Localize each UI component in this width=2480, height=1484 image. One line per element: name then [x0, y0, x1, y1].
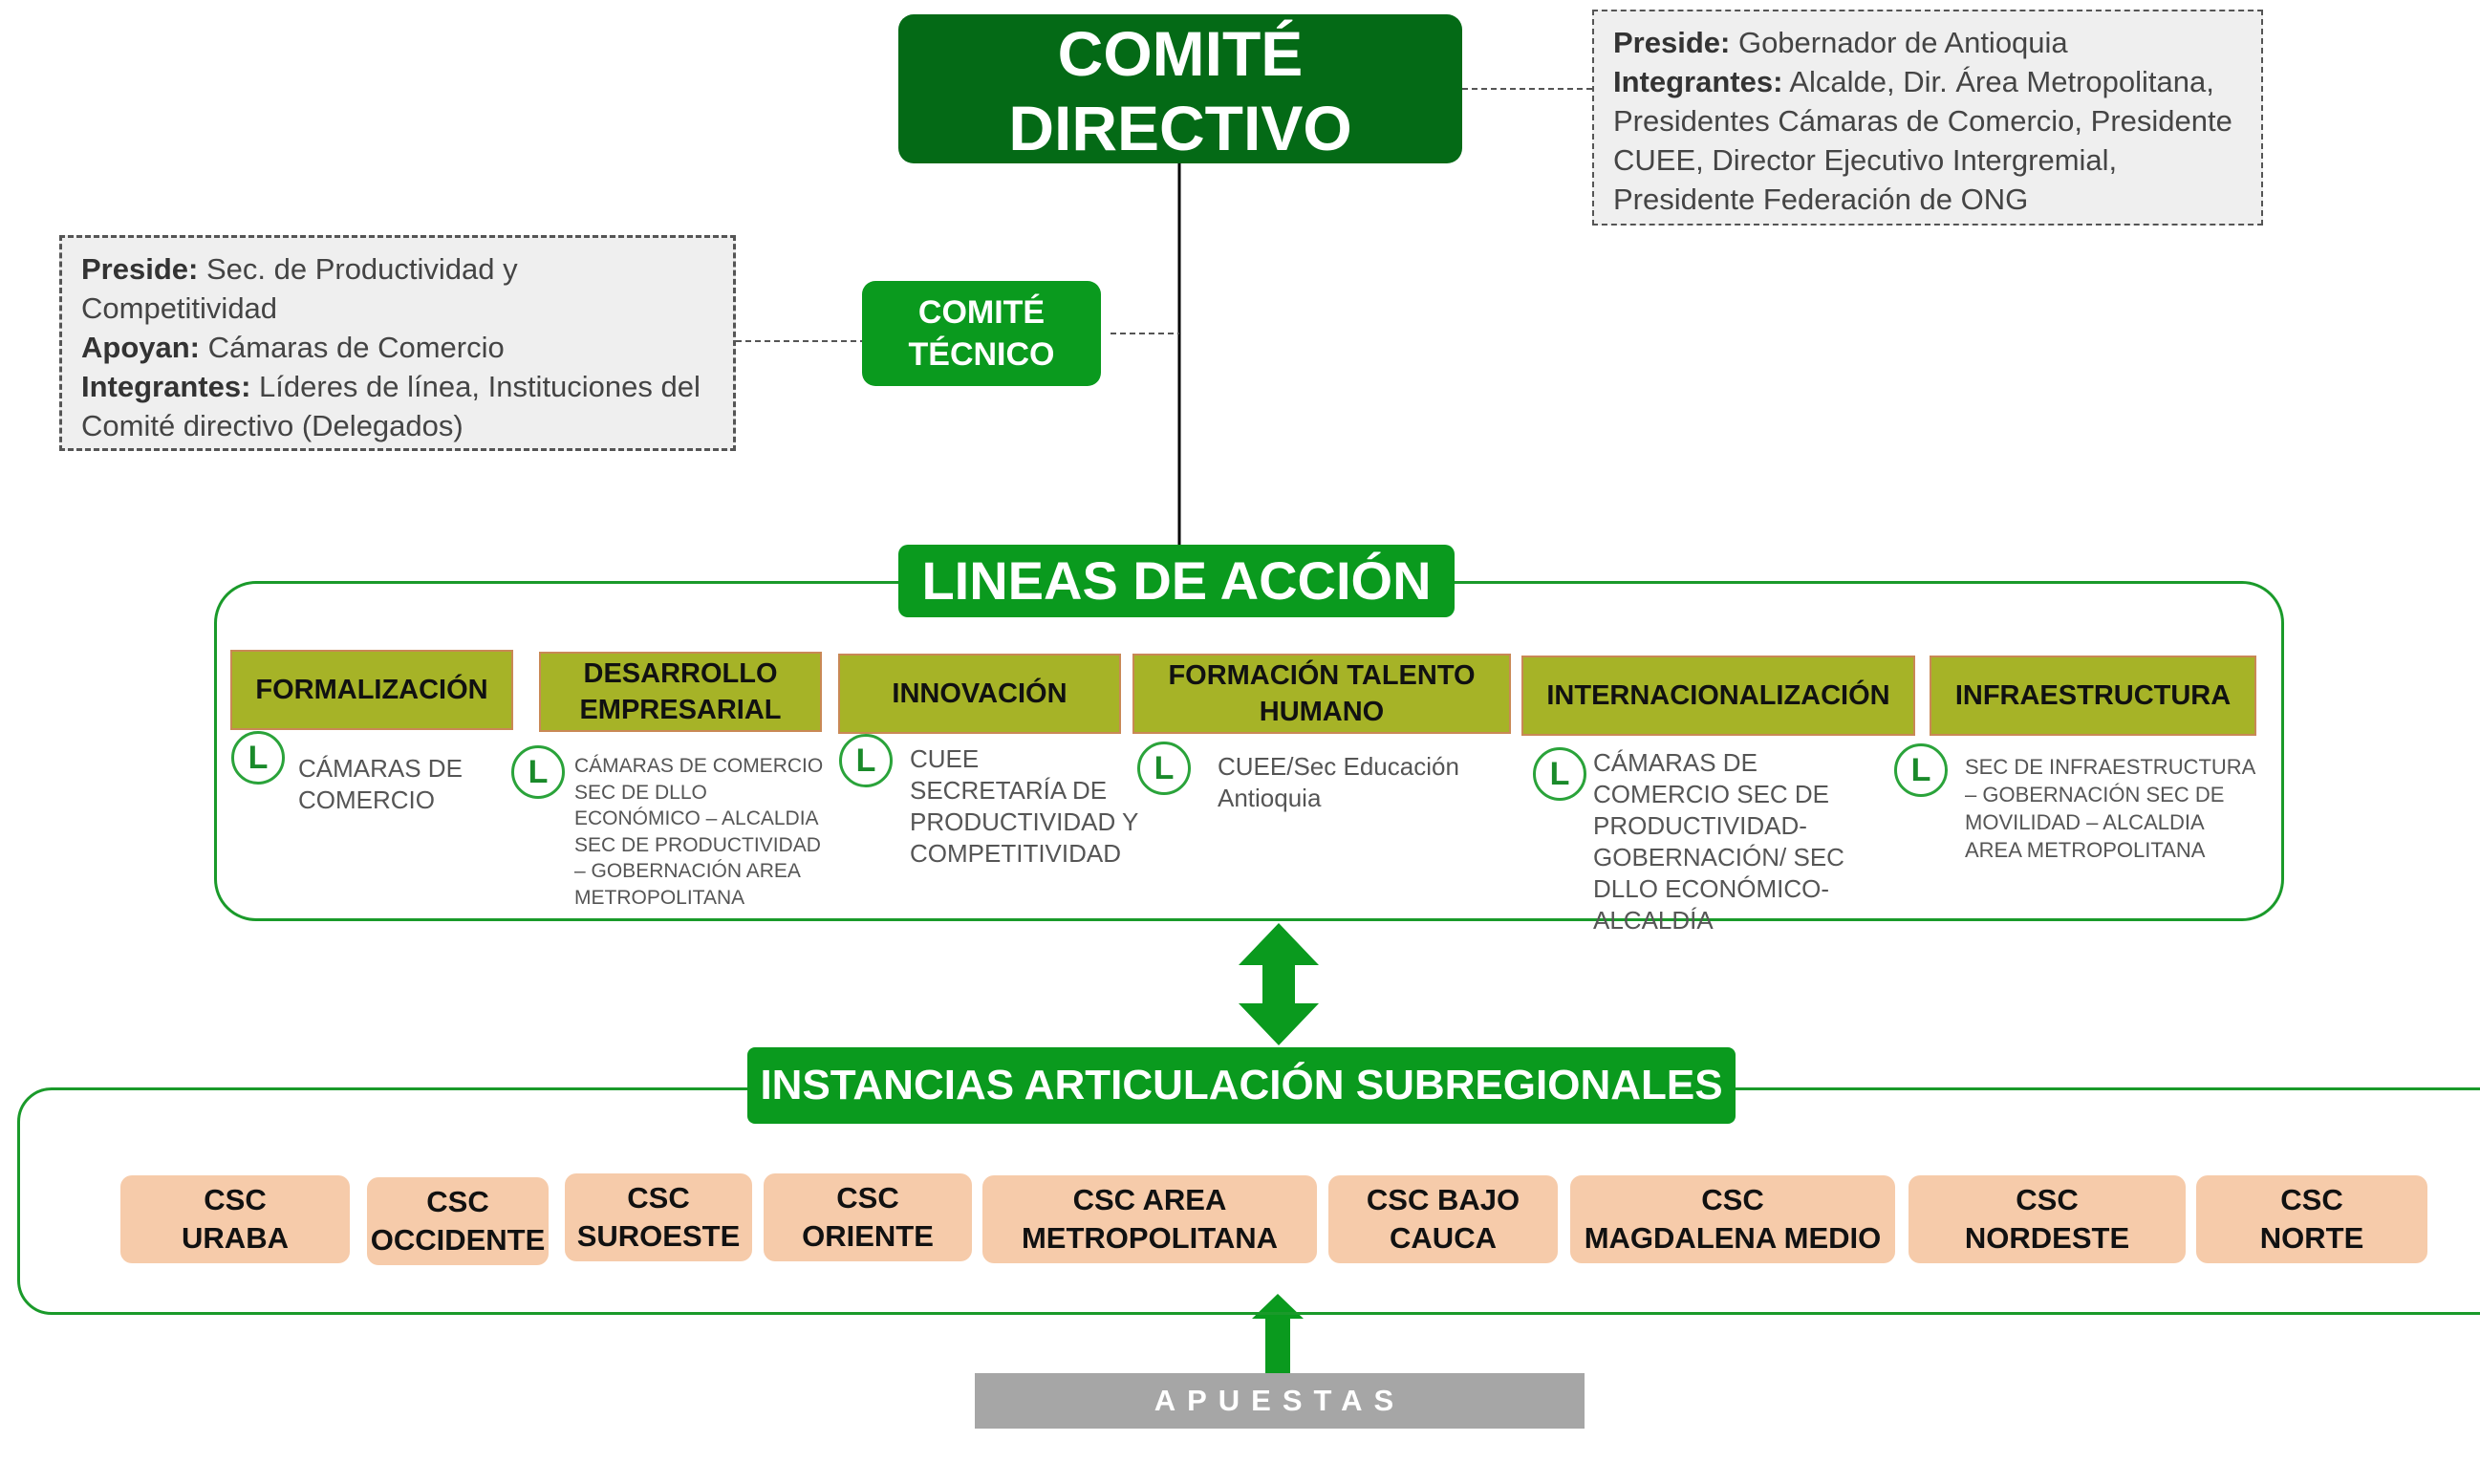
comite-tecnico-info: Preside: Sec. de Productividad y Competi… — [59, 235, 736, 451]
csc-area-metropolitana-line1: CSC AREA — [1072, 1183, 1227, 1216]
comite-directivo-title-line1: COMITÉ — [1057, 18, 1304, 89]
integrantes-value: Alcalde, Dir. Área Metropolitana, Presid… — [1613, 65, 2232, 216]
instancias-title: INSTANCIAS ARTICULACIÓN SUBREGIONALES — [747, 1047, 1736, 1124]
csc-area-metropolitana: CSC AREA METROPOLITANA — [982, 1175, 1317, 1263]
csc-magdalena-medio-line2: MAGDALENA MEDIO — [1584, 1221, 1882, 1255]
comite-directivo-box: COMITÉ DIRECTIVO — [898, 14, 1462, 163]
integrantes-label: Integrantes: — [1613, 65, 1783, 98]
leader-l-icon: L — [1533, 747, 1586, 801]
tecnico-integrantes-value: Líderes de línea, Instituciones del Comi… — [81, 370, 701, 442]
leader-l-icon: L — [839, 734, 893, 787]
csc-occidente-line1: CSC — [426, 1185, 489, 1218]
lineas-title: LINEAS DE ACCIÓN — [898, 545, 1455, 617]
leader-l-icon: L — [231, 731, 285, 785]
csc-magdalena-medio: CSC MAGDALENA MEDIO — [1570, 1175, 1895, 1263]
linea-desarrollo-empresarial: DESARROLLO EMPRESARIAL — [539, 652, 822, 732]
tecnico-integrantes-label: Integrantes: — [81, 370, 251, 403]
csc-nordeste-line1: CSC — [2016, 1183, 2079, 1216]
leader-innovacion: CUEE SECRETARÍA DE PRODUCTIVIDAD Y COMPE… — [910, 744, 1138, 868]
linea-formacion-talento: FORMACIÓN TALENTO HUMANO — [1132, 654, 1511, 734]
comite-directivo-title-line2: DIRECTIVO — [1008, 93, 1352, 163]
linea-internacionalizacion: INTERNACIONALIZACIÓN — [1521, 656, 1915, 736]
preside-value: Gobernador de Antioquia — [1730, 26, 2068, 59]
bidirectional-arrow-icon — [1239, 923, 1319, 1045]
leader-internacionalizacion: CÁMARAS DE COMERCIO SEC DE PRODUCTIVIDAD… — [1593, 748, 1844, 935]
csc-uraba: CSC URABA — [120, 1175, 350, 1263]
csc-norte: CSC NORTE — [2196, 1175, 2427, 1263]
leader-formalizacion: CÁMARAS DE COMERCIO — [298, 754, 463, 814]
comite-tecnico-title-line1: COMITÉ — [917, 294, 1046, 331]
csc-occidente-line2: OCCIDENTE — [370, 1223, 546, 1257]
leader-formacion-talento: CUEE/Sec Educación Antioquia — [1218, 752, 1459, 812]
csc-bajo-cauca: CSC BAJO CAUCA — [1328, 1175, 1558, 1263]
linea-formalizacion: FORMALIZACIÓN — [230, 650, 513, 730]
csc-nordeste-line2: NORDESTE — [1964, 1221, 2130, 1255]
csc-magdalena-medio-line1: CSC — [1701, 1183, 1764, 1216]
comite-tecnico-box: COMITÉ TÉCNICO — [862, 281, 1101, 386]
csc-uraba-line1: CSC — [204, 1183, 267, 1216]
tecnico-apoyan-label: Apoyan: — [81, 331, 200, 364]
leader-l-icon: L — [1894, 743, 1948, 797]
csc-bajo-cauca-line1: CSC BAJO — [1366, 1183, 1520, 1216]
tecnico-preside-label: Preside: — [81, 252, 199, 286]
csc-oriente-line1: CSC — [836, 1181, 899, 1215]
leader-l-icon: L — [1137, 742, 1191, 795]
csc-suroeste: CSC SUROESTE — [565, 1173, 752, 1261]
csc-norte-line2: NORTE — [2259, 1221, 2364, 1255]
csc-norte-line1: CSC — [2280, 1183, 2343, 1216]
csc-suroeste-line1: CSC — [627, 1181, 690, 1215]
linea-infraestructura: INFRAESTRUCTURA — [1930, 656, 2256, 736]
csc-nordeste: CSC NORDESTE — [1909, 1175, 2186, 1263]
tecnico-preside-value: Sec. de Productividad y Competitividad — [81, 252, 518, 325]
comite-tecnico-title-line2: TÉCNICO — [908, 336, 1055, 373]
csc-oriente-line2: ORIENTE — [802, 1219, 934, 1253]
linea-innovacion: INNOVACIÓN — [838, 654, 1121, 734]
csc-suroeste-line2: SUROESTE — [576, 1219, 741, 1253]
leader-infraestructura: SEC DE INFRAESTRUCTURA – GOBERNACIÓN SEC… — [1965, 755, 2255, 862]
csc-oriente: CSC ORIENTE — [764, 1173, 972, 1261]
tecnico-apoyan-value: Cámaras de Comercio — [200, 331, 505, 364]
apuestas-productivas-label: APUESTAS PRODUCTIVAS — [975, 1373, 1585, 1473]
csc-uraba-line2: URABA — [182, 1221, 289, 1255]
csc-bajo-cauca-line2: CAUCA — [1390, 1221, 1497, 1255]
preside-label: Preside: — [1613, 26, 1731, 59]
comite-directivo-info: Preside: Gobernador de Antioquia Integra… — [1592, 10, 2263, 226]
leader-l-icon: L — [511, 745, 565, 799]
csc-area-metropolitana-line2: METROPOLITANA — [1021, 1221, 1279, 1255]
leader-desarrollo-empresarial: CÁMARAS DE COMERCIO SEC DE DLLO ECONÓMIC… — [574, 755, 824, 909]
csc-occidente: CSC OCCIDENTE — [367, 1177, 549, 1265]
